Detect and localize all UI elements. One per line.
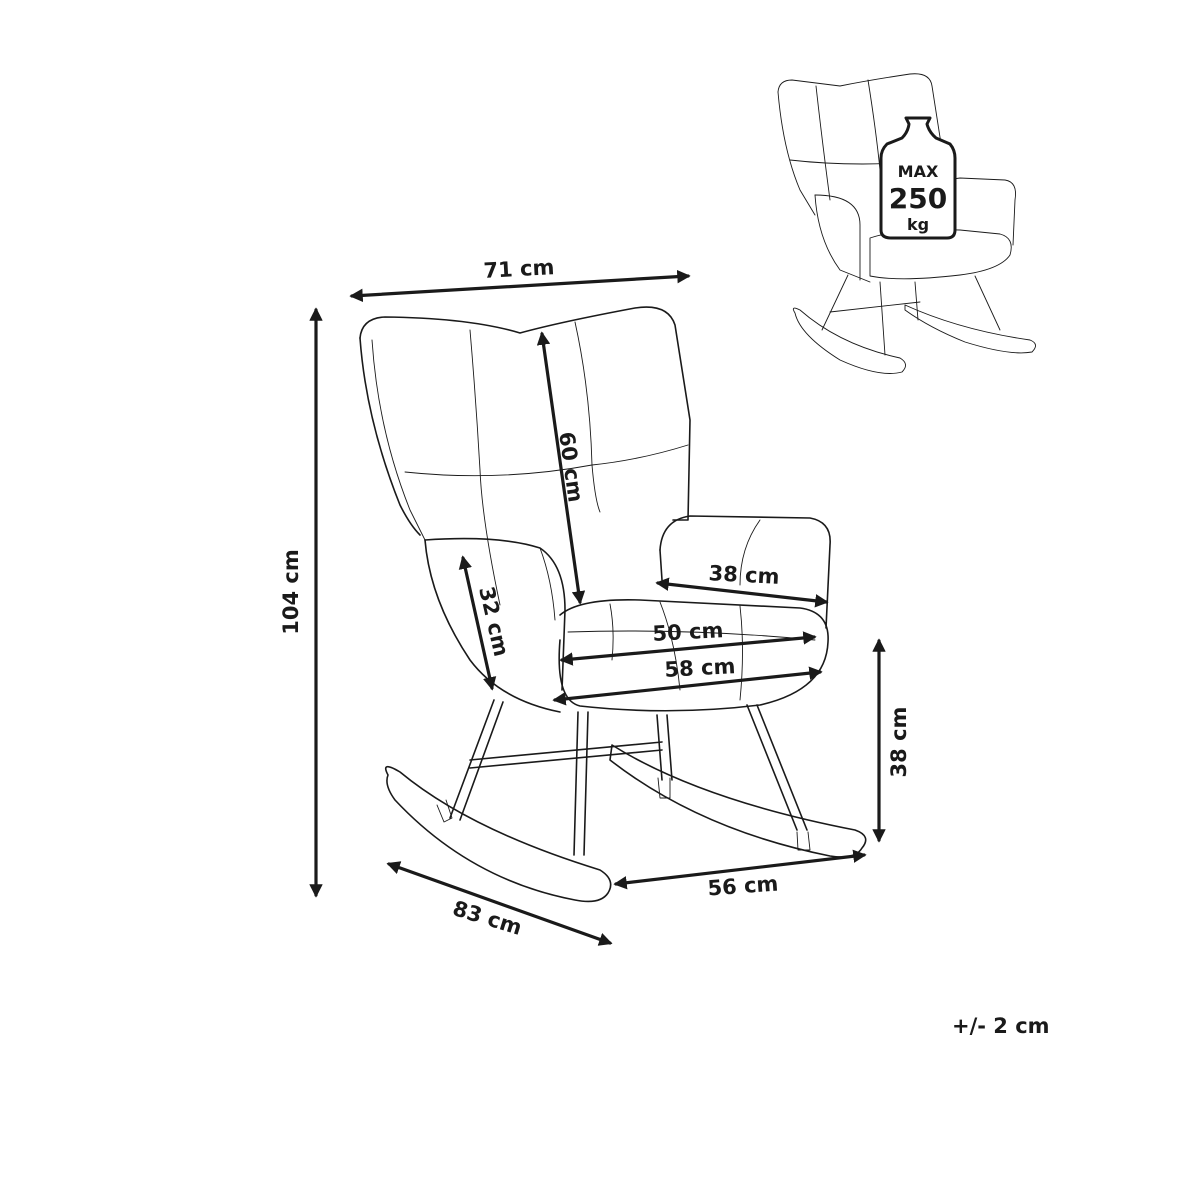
dim-arrow-armrest-length bbox=[655, 577, 829, 608]
dim-arrow-backrest-height bbox=[536, 331, 586, 605]
label-height: 104 cm bbox=[279, 549, 303, 634]
dim-arrow-rocker-width bbox=[613, 849, 867, 890]
label-armrest-height: 32 cm bbox=[474, 584, 513, 658]
label-seat-outer-width: 58 cm bbox=[664, 654, 736, 682]
badge-value-text: 250 bbox=[889, 182, 947, 215]
label-seat-height: 38 cm bbox=[887, 707, 911, 778]
dim-arrow-depth bbox=[386, 861, 613, 946]
dimension-arrows bbox=[309, 269, 886, 946]
chair-main-drawing bbox=[359, 306, 867, 903]
dim-arrow-seat-outer-width bbox=[552, 666, 823, 706]
max-load-badge: MAX 250 kg bbox=[879, 116, 957, 240]
dim-arrow-armrest-height bbox=[458, 555, 497, 691]
weight-icon bbox=[879, 116, 957, 240]
label-rocker-width: 56 cm bbox=[707, 872, 779, 901]
label-backrest-height: 60 cm bbox=[554, 430, 588, 504]
dim-arrow-width bbox=[349, 269, 691, 303]
badge-unit-text: kg bbox=[907, 215, 929, 234]
tolerance-note: +/- 2 cm bbox=[952, 1014, 1050, 1038]
label-depth: 83 cm bbox=[450, 896, 525, 940]
dim-arrow-seat-width bbox=[559, 631, 817, 666]
label-seat-width: 50 cm bbox=[652, 618, 724, 646]
label-width: 71 cm bbox=[483, 255, 555, 283]
label-armrest-length: 38 cm bbox=[708, 561, 780, 589]
badge-max-text: MAX bbox=[898, 162, 939, 181]
